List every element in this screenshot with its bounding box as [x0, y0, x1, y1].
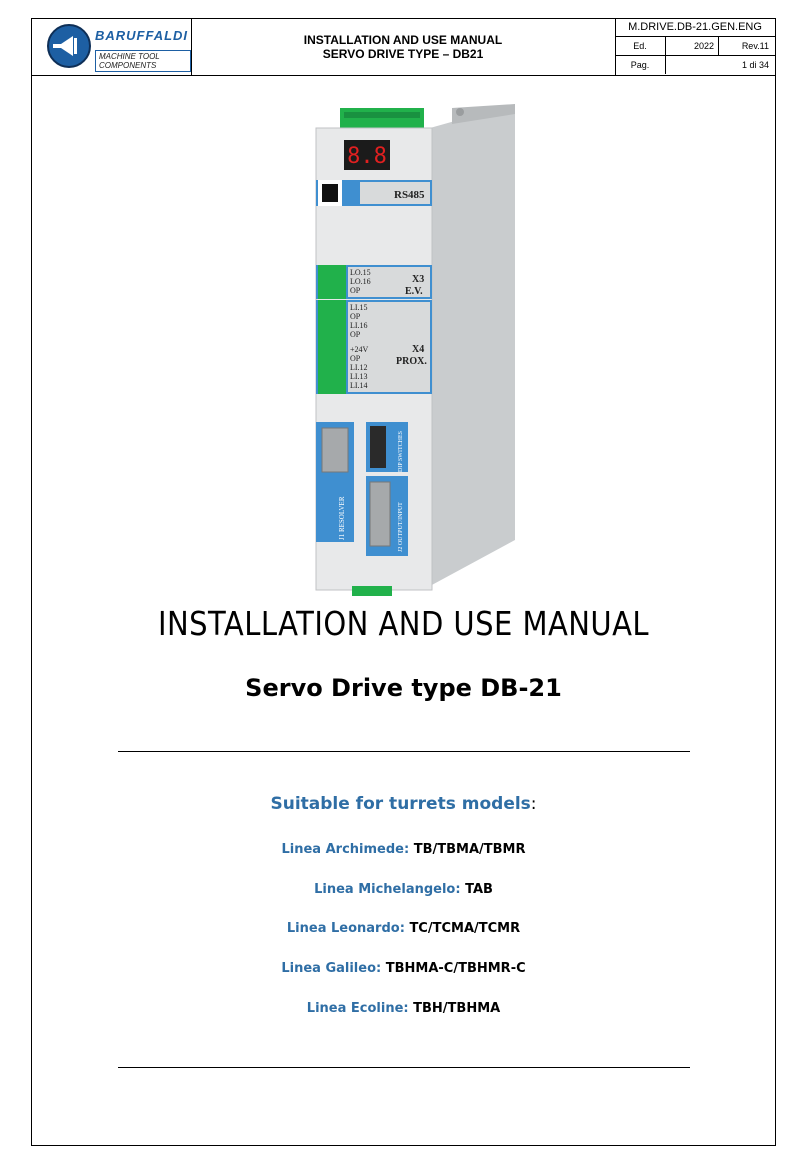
- servo-drive-image: 8.8 RS485 LO.15 LO.16 OP X3 E.V. LI.15 O…: [300, 100, 530, 600]
- model-line: Linea Archimede: TB/TBMA/TBMR: [31, 842, 776, 857]
- x4-title: X4: [412, 344, 424, 355]
- j2-label: J2 OUTPUT/INPUT: [398, 502, 404, 552]
- x4-pin-6: OP: [350, 354, 361, 363]
- x3-pin-2: LO.16: [350, 277, 371, 286]
- model-line: Linea Galileo: TBHMA-C/TBHMR-C: [31, 961, 776, 976]
- line-name: Linea Ecoline:: [306, 1001, 409, 1016]
- mounting-hole-icon: [456, 108, 464, 116]
- line-models: TBHMA-C/TBHMR-C: [385, 961, 526, 976]
- x4-pin-4: OP: [350, 330, 361, 339]
- line-models: TAB: [465, 882, 493, 897]
- x4-terminal-icon: [318, 300, 346, 394]
- revision: Rev.11: [741, 41, 769, 51]
- page-frame: [31, 18, 776, 1146]
- edition-label: Ed.: [615, 37, 666, 55]
- page-row: Pag. 1 di 34: [615, 56, 775, 75]
- rs485-port-icon: [322, 184, 338, 202]
- x3-terminal-icon: [318, 265, 346, 299]
- top-terminal-icon: [340, 108, 424, 130]
- suitable-heading-text: Suitable for turrets models: [270, 794, 531, 814]
- logo-brand: BARUFFALDI: [95, 28, 189, 43]
- page-label: Pag.: [615, 56, 666, 74]
- dip-label: DIP SWITCHES: [398, 431, 404, 472]
- bottom-terminal-icon: [352, 586, 392, 596]
- seven-segment-display: [344, 140, 390, 170]
- logo-tagline: MACHINE TOOL COMPONENTS: [95, 50, 191, 72]
- x4-pin-3: LI.16: [350, 321, 368, 330]
- x4-pin-7: LI.12: [350, 363, 368, 372]
- x3-pin-3: OP: [350, 286, 361, 295]
- x4-subtitle: PROX.: [396, 356, 427, 367]
- header-meta-table: M.DRIVE.DB-21.GEN.ENG Ed. 2022 Rev.11 Pa…: [615, 18, 775, 75]
- suitable-heading: Suitable for turrets models:: [31, 794, 776, 814]
- header-title-line1: INSTALLATION AND USE MANUAL: [303, 32, 503, 47]
- x4-pin-9: LI.14: [350, 381, 368, 390]
- j2-connector-icon: [369, 481, 391, 547]
- dip-switches-icon: [370, 426, 386, 468]
- edition-year: 2022: [665, 37, 719, 55]
- line-name: Linea Galileo:: [281, 961, 382, 976]
- doc-code: M.DRIVE.DB-21.GEN.ENG: [615, 18, 775, 37]
- line-name: Linea Leonardo:: [286, 921, 405, 936]
- suitable-heading-colon: :: [530, 794, 537, 814]
- page-number: 1 di 34: [741, 60, 769, 70]
- x3-title: X3: [412, 274, 424, 285]
- main-title: INSTALLATION AND USE MANUAL: [157, 604, 650, 643]
- company-logo: BARUFFALDI MACHINE TOOL COMPONENTS: [31, 18, 192, 75]
- header-title-line2: SERVO DRIVE TYPE – DB21: [322, 46, 484, 61]
- x3-subtitle: E.V.: [405, 286, 423, 297]
- x4-pin-8: LI.13: [350, 372, 368, 381]
- x4-pin-2: OP: [350, 312, 361, 321]
- divider-top: [118, 751, 690, 752]
- line-models: TBH/TBHMA: [413, 1001, 501, 1016]
- header-title: INSTALLATION AND USE MANUAL SERVO DRIVE …: [191, 18, 616, 75]
- model-line: Linea Leonardo: TC/TCMA/TCMR: [31, 921, 776, 936]
- line-models: TC/TCMA/TCMR: [409, 921, 521, 936]
- edition-row: Ed. 2022 Rev.11: [615, 37, 775, 56]
- line-models: TB/TBMA/TBMR: [413, 842, 526, 857]
- document-header: BARUFFALDI MACHINE TOOL COMPONENTS INSTA…: [31, 18, 776, 76]
- x4-pin-5: +24V: [350, 345, 369, 354]
- sub-title: Servo Drive type DB-21: [245, 674, 562, 702]
- line-name: Linea Archimede:: [281, 842, 410, 857]
- logo-emblem-icon: [47, 24, 91, 68]
- rs485-label: RS485: [394, 189, 425, 201]
- display-digits: 8.8: [347, 144, 387, 169]
- model-line: Linea Michelangelo: TAB: [31, 882, 776, 897]
- line-name: Linea Michelangelo:: [314, 882, 461, 897]
- j1-label: J1 RESOLVER: [338, 496, 346, 540]
- j1-connector-icon: [321, 427, 349, 473]
- model-line: Linea Ecoline: TBH/TBHMA: [31, 1001, 776, 1016]
- x3-pin-1: LO.15: [350, 268, 371, 277]
- x4-pin-1: LI.15: [350, 303, 368, 312]
- divider-bottom: [118, 1067, 690, 1068]
